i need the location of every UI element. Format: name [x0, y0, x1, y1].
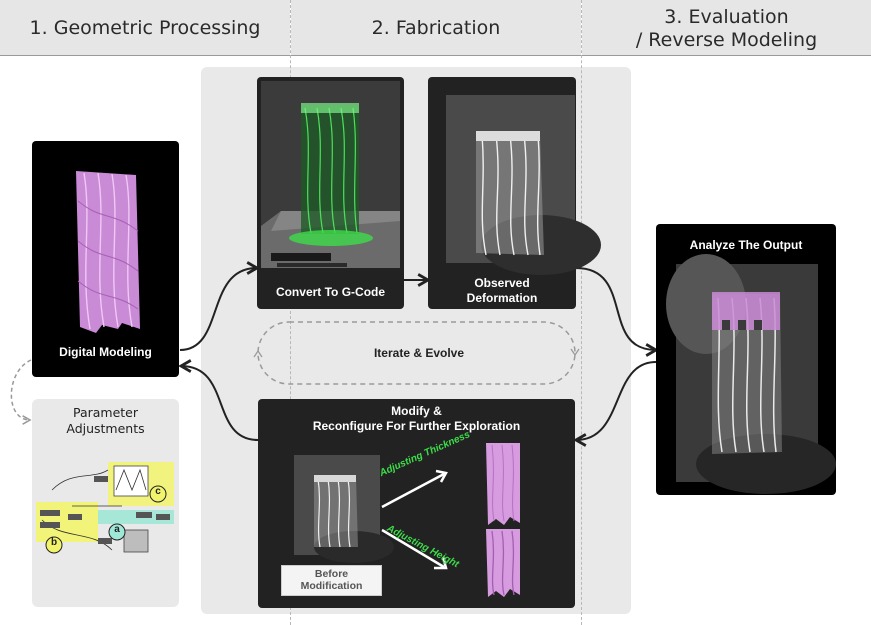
gcode-preview-image	[261, 81, 400, 268]
modify-title-line1: Modify &	[391, 404, 442, 418]
adjust-arrows	[381, 443, 520, 597]
before-photo	[294, 455, 394, 563]
parameter-graph	[36, 462, 174, 554]
digital-model-image	[76, 171, 140, 333]
arrow-param-to-model	[10, 359, 32, 425]
header-step-1: 1. Geometric Processing	[0, 0, 290, 55]
parameter-marker-a: a	[114, 524, 120, 535]
modify-title-line2: Reconfigure For Further Exploration	[312, 419, 521, 433]
arrow-observed-to-analyze	[575, 267, 656, 350]
digital-modeling-card: Digital Modeling	[32, 141, 179, 377]
column-divider-1	[290, 0, 291, 625]
before-modification-box: Before Modification	[281, 565, 382, 596]
header-step-3: 3. Evaluation / Reverse Modeling	[582, 0, 871, 55]
column-divider-2	[581, 0, 582, 625]
header-divider	[0, 55, 871, 56]
convert-gcode-card: Convert To G-Code	[257, 77, 404, 309]
arrow-modify-to-model	[181, 366, 259, 441]
convert-gcode-label: Convert To G-Code	[275, 285, 386, 299]
parameter-title-line1: Parameter	[72, 405, 139, 420]
arrow-model-to-gcode	[179, 268, 257, 351]
analyze-photo	[666, 254, 836, 494]
digital-modeling-label: Digital Modeling	[59, 345, 152, 359]
header-step-3-title-line2: / Reverse Modeling	[635, 29, 818, 51]
header-step-2-title: 2. Fabrication	[371, 17, 501, 39]
header-step-2: 2. Fabrication	[291, 0, 581, 55]
before-label-line1: Before	[314, 568, 349, 580]
modify-reconfigure-card: Modify & Reconfigure For Further Explora…	[258, 399, 575, 608]
iterate-loop	[257, 321, 576, 385]
observed-label-line1: Observed	[474, 276, 530, 290]
header-step-1-title: 1. Geometric Processing	[29, 17, 261, 39]
parameter-marker-b: b	[50, 537, 58, 548]
parameter-marker-c: c	[155, 486, 161, 497]
observed-deformation-card: Observed Deformation	[428, 77, 601, 309]
analyze-output-card: Analyze The Output	[656, 224, 836, 495]
arrow-analyze-to-modify	[576, 361, 657, 440]
before-label-line2: Modification	[300, 580, 363, 592]
analyze-label: Analyze The Output	[689, 238, 803, 252]
observed-photo	[446, 95, 601, 275]
observed-label-line2: Deformation	[466, 291, 538, 305]
parameter-title-line2: Adjustments	[66, 421, 145, 436]
header-step-3-title-line1: 3. Evaluation	[664, 6, 789, 28]
iterate-label: Iterate & Evolve	[373, 346, 465, 360]
